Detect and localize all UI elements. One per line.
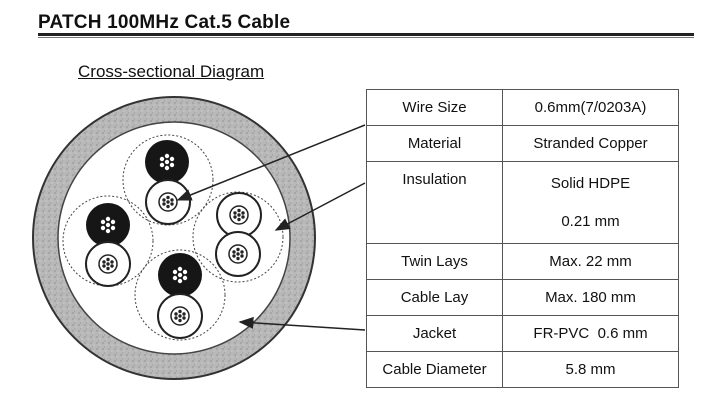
title-rule (38, 33, 694, 36)
conductor-right-upper-light (216, 192, 262, 238)
spec-value: Solid HDPE 0.21 mm (502, 161, 679, 244)
spec-row: Material Stranded Copper (366, 125, 679, 162)
arrow-insulation (274, 182, 366, 231)
diagram-caption: Cross-sectional Diagram (78, 62, 265, 81)
spec-label: Insulation (366, 161, 503, 244)
page-title: PATCH 100MHz Cat.5 Cable (38, 12, 291, 33)
conductor-right-lower-light (215, 231, 261, 277)
pair-group-bottom (134, 249, 226, 341)
conductor-left-light (85, 241, 131, 287)
insulation-thickness: 0.21 mm (561, 213, 620, 230)
spec-value: Max. 22 mm (502, 243, 679, 280)
conductor-bottom-light (157, 293, 203, 339)
spec-row: Cable Diameter 5.8 mm (366, 351, 679, 388)
spec-value: 0.6mm(7/0203A) (502, 89, 679, 126)
spec-row: Cable Lay Max. 180 mm (366, 279, 679, 316)
insulation-material: Solid HDPE (550, 175, 631, 192)
spec-value: Max. 180 mm (502, 279, 679, 316)
spec-row: Jacket FR-PVC 0.6 mm (366, 315, 679, 352)
spec-label: Cable Diameter (366, 351, 503, 388)
pair-group-left (62, 195, 154, 287)
arrow-wire-size (176, 124, 366, 201)
conductor-left-dark (86, 203, 130, 247)
conductor-top-dark (145, 140, 189, 184)
cable-core (57, 121, 291, 355)
spec-label: Twin Lays (366, 243, 503, 280)
spec-value: FR-PVC 0.6 mm (502, 315, 679, 352)
conductor-top-light (145, 179, 191, 225)
spec-label: Cable Lay (366, 279, 503, 316)
arrow-jacket (238, 316, 366, 331)
spec-row: Twin Lays Max. 22 mm (366, 243, 679, 280)
spec-row: Insulation Solid HDPE 0.21 mm (366, 161, 679, 244)
spec-value: Stranded Copper (502, 125, 679, 162)
spec-label: Wire Size (366, 89, 503, 126)
title-rule-thin (38, 37, 694, 38)
spec-label: Material (366, 125, 503, 162)
pair-group-right (192, 191, 284, 283)
spec-table: Wire Size 0.6mm(7/0203A) Material Strand… (366, 89, 679, 388)
conductor-bottom-dark (158, 253, 202, 297)
spec-row: Wire Size 0.6mm(7/0203A) (366, 89, 679, 126)
spec-label: Jacket (366, 315, 503, 352)
pair-group-top (122, 134, 214, 226)
spec-value: 5.8 mm (502, 351, 679, 388)
